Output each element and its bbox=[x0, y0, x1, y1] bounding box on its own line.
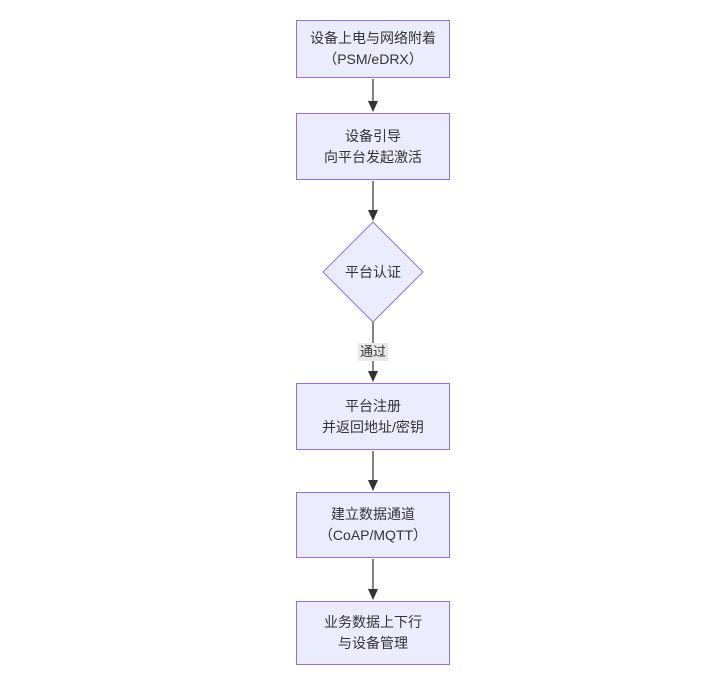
node-device-bootstrap: 设备引导 向平台发起激活 bbox=[296, 113, 450, 180]
node-data-channel: 建立数据通道 （CoAP/MQTT） bbox=[296, 492, 450, 558]
node-platform-register: 平台注册 并返回地址/密钥 bbox=[296, 383, 450, 450]
node-business-data: 业务数据上下行 与设备管理 bbox=[296, 601, 450, 665]
edge-label-pass: 通过 bbox=[357, 343, 389, 361]
arrow-boot-to-auth bbox=[368, 181, 378, 221]
node-power-network-attach: 设备上电与网络附着 （PSM/eDRX） bbox=[296, 20, 450, 78]
arrow-register-to-channel bbox=[368, 451, 378, 491]
arrow-channel-to-business bbox=[368, 559, 378, 600]
decision-platform-auth-label: 平台认证 bbox=[345, 264, 401, 280]
arrow-power-to-boot bbox=[368, 79, 378, 112]
